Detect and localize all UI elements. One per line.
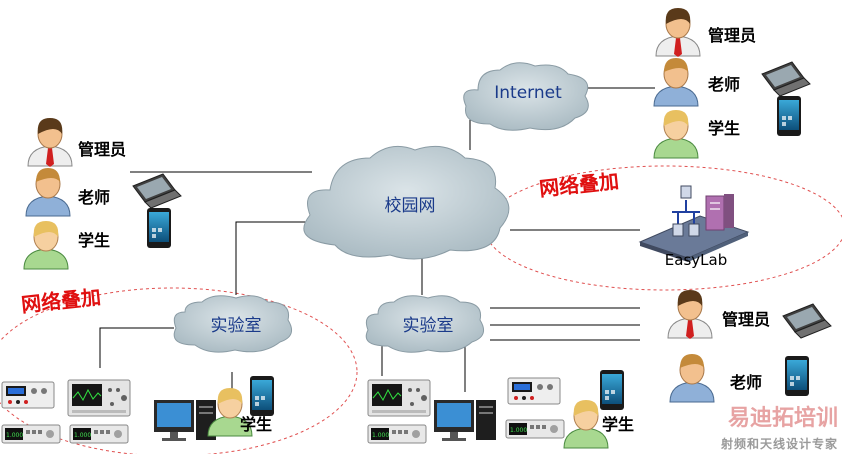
laptop-icon bbox=[761, 61, 811, 97]
power-supply-icon bbox=[1, 381, 55, 409]
teacher-icon bbox=[669, 353, 715, 403]
cloud-internet: Internet bbox=[463, 62, 589, 131]
desktop-icon bbox=[154, 400, 216, 441]
lab-left-equipment: 学生 bbox=[1, 376, 274, 444]
cloud-lab-left: 实验室 bbox=[173, 295, 293, 353]
teacher-label: 老师 bbox=[77, 188, 110, 207]
student-label: 学生 bbox=[708, 119, 740, 138]
student-icon bbox=[23, 220, 69, 270]
student-icon bbox=[653, 109, 699, 159]
admin-label: 管理员 bbox=[78, 140, 126, 159]
admin-label: 管理员 bbox=[722, 310, 770, 329]
cloud-lab-right-label: 实验室 bbox=[403, 316, 454, 336]
cloud-lab-right: 实验室 bbox=[365, 295, 485, 353]
watermark-subtitle: 射频和天线设计专家 bbox=[720, 436, 838, 451]
admin-label: 管理员 bbox=[708, 26, 756, 45]
multimeter-icon bbox=[1, 424, 61, 444]
group-bottom-right: 管理员 老师 bbox=[667, 289, 832, 403]
phone-icon bbox=[600, 370, 624, 410]
cloud-internet-label: Internet bbox=[494, 83, 562, 103]
watermark-title: 易迪拓培训 bbox=[728, 405, 838, 431]
phone-icon bbox=[250, 376, 274, 416]
links bbox=[99, 87, 655, 392]
admin-icon bbox=[655, 7, 701, 58]
overlay-label-right: 网络叠加 bbox=[538, 169, 620, 201]
student-label: 学生 bbox=[602, 415, 634, 434]
cloud-lab-left-label: 实验室 bbox=[211, 316, 262, 336]
student-label: 学生 bbox=[240, 415, 272, 434]
laptop-icon bbox=[782, 303, 832, 339]
teacher-label: 老师 bbox=[729, 373, 762, 392]
easylab-icon bbox=[638, 185, 750, 262]
cloud-campus-label: 校园网 bbox=[385, 196, 436, 216]
oscilloscope-icon bbox=[367, 379, 431, 417]
oscilloscope-icon bbox=[67, 379, 131, 417]
student-label: 学生 bbox=[78, 231, 110, 250]
admin-icon bbox=[27, 117, 73, 168]
desktop-icon bbox=[434, 400, 496, 441]
overlay-label-left: 网络叠加 bbox=[20, 285, 102, 317]
laptop-icon bbox=[132, 173, 182, 209]
teacher-icon bbox=[653, 57, 699, 107]
easylab-label: EasyLab bbox=[665, 251, 727, 269]
admin-icon bbox=[667, 289, 713, 340]
lab-right-equipment: 学生 bbox=[367, 370, 634, 449]
multimeter-icon bbox=[367, 424, 427, 444]
multimeter-icon bbox=[505, 419, 565, 439]
multimeter-icon bbox=[69, 424, 129, 444]
group-left: 管理员 老师 学生 bbox=[23, 117, 182, 270]
cloud-campus: 校园网 bbox=[303, 145, 510, 260]
phone-icon bbox=[777, 96, 801, 136]
phone-icon bbox=[147, 208, 171, 248]
phone-icon bbox=[785, 356, 809, 396]
group-top-right: 管理员 老师 学生 bbox=[653, 7, 811, 159]
watermark: 易迪拓培训 射频和天线设计专家 bbox=[720, 405, 838, 451]
power-supply-icon bbox=[507, 377, 561, 405]
teacher-icon bbox=[25, 167, 71, 217]
teacher-label: 老师 bbox=[707, 75, 740, 94]
